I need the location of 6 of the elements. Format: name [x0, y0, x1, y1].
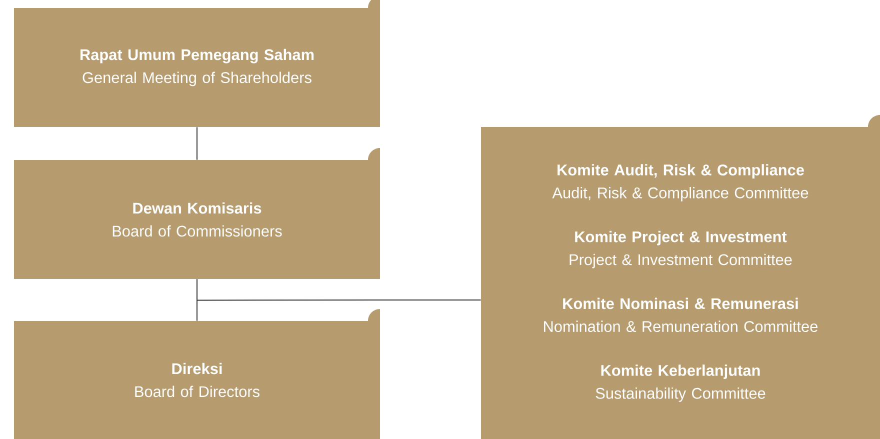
connector-line	[196, 278, 482, 301]
org-box: Direksi Board of Directors	[14, 309, 380, 439]
connector-line	[196, 126, 198, 160]
org-box: Komite Audit, Risk & Compliance Audit, Risk & Compliance Committee Komite Project & Investment Project & Investment Committee Komite Nominasi & Remunerasi Nomination & Remuneration Committee Komite Keberlanjutan Sustainability Committee	[481, 115, 880, 439]
org-box: Dewan Komisaris Board of Commissioners	[14, 148, 380, 279]
org-box: Rapat Umum Pemegang Saham General Meeting of Shareholders	[14, 0, 380, 127]
